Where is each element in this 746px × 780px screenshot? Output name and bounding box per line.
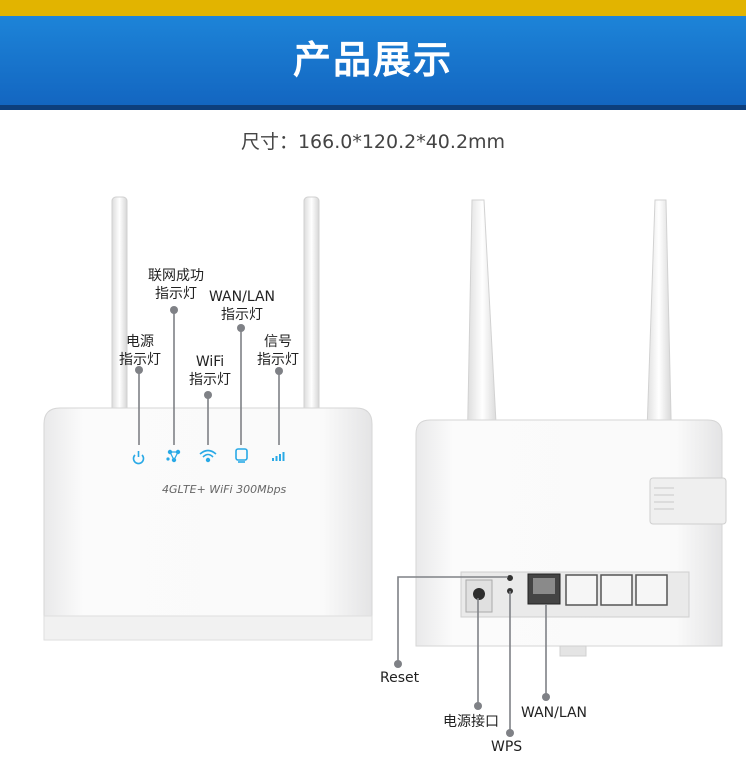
indicator-label-line2: 指示灯 [119,352,161,368]
power-jack-hole [473,588,485,600]
power-icon [132,451,145,465]
indicator-label-line1: 信号 [264,334,292,350]
indicator-label-line1: WiFi [195,354,225,370]
front-antenna-left [111,196,128,413]
lan-port-1 [565,574,598,606]
signal-icon [272,452,285,461]
indicator-label-internet: 联网成功 指示灯 [140,267,212,303]
back-router [415,199,727,657]
front-leader-lines [138,310,280,445]
front-leader-dots [135,306,283,399]
model-label: 4GLTE+ WiFi 300Mbps [162,483,287,496]
top-color-strip [0,0,746,16]
lan-port-3 [635,574,668,606]
globe-icon [166,449,181,463]
front-antenna-right [303,196,320,413]
reset-hole [507,575,513,581]
port-label-reset: Reset [380,670,420,686]
port-label-wan-lan: WAN/LAN [521,705,588,721]
indicator-label-line2: 指示灯 [257,352,299,368]
indicator-label-line1: 联网成功 [148,268,204,284]
back-foot [559,645,587,657]
indicator-label-line2: 指示灯 [155,286,197,302]
indicator-label-signal: 信号 指示灯 [250,333,306,369]
header-banner: 产品展示 [0,16,746,110]
wifi-icon [199,449,217,463]
side-clip [649,477,727,525]
indicator-label-line2: 指示灯 [221,307,263,323]
front-router-base [43,615,373,641]
indicator-label-power: 电源 指示灯 [112,333,168,369]
indicator-label-line2: 指示灯 [189,372,231,388]
front-router [43,196,373,641]
port-label-power-jack: 电源接口 [443,714,499,730]
back-leader-dots [394,660,550,737]
indicator-label-line1: WAN/LAN [208,289,275,305]
dimensions-text: 尺寸：166.0*120.2*40.2mm [240,131,506,153]
port-label-wps: WPS [491,739,523,755]
indicator-label-wifi: WiFi 指示灯 [182,353,238,389]
wan-port-inner [533,578,555,594]
indicator-label-line1: 电源 [126,334,154,350]
lan-port-2 [600,574,633,606]
back-leader-lines [397,576,547,733]
lan-icon [235,448,248,463]
page-title: 产品展示 [292,38,453,82]
indicator-label-wan-lan: WAN/LAN 指示灯 [204,288,280,324]
